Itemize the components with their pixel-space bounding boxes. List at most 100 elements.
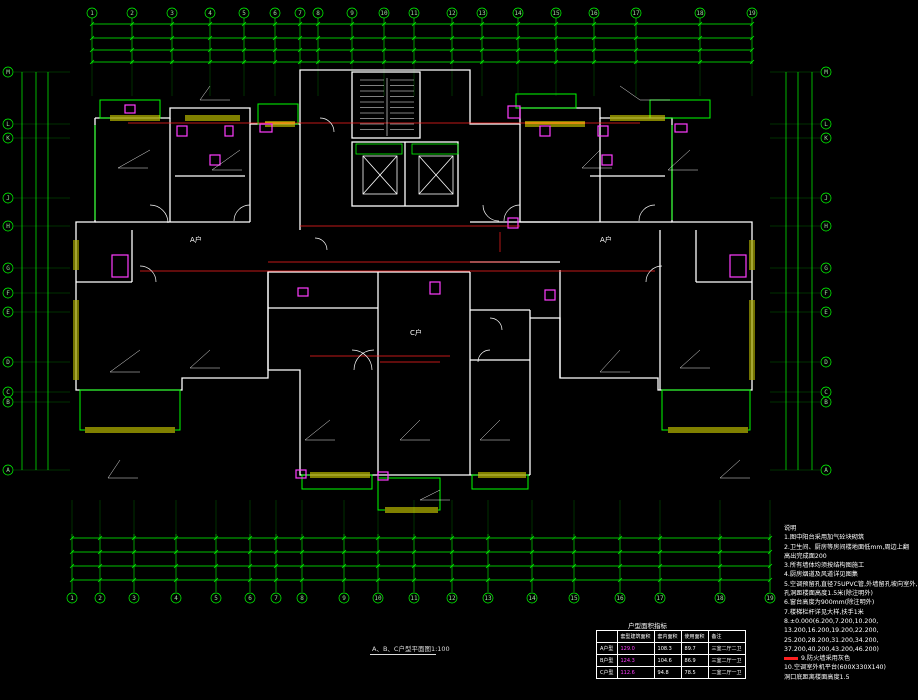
axis-bubble: C: [2, 386, 14, 398]
balconies: [79, 93, 751, 511]
table-header-cell: 备注: [707, 630, 746, 643]
axis-bubble-label: 14: [528, 595, 536, 602]
drawing-notes: 说明 1.图中阳台采用加气砼块砌筑 2.卫生间、厨房等房间楼地面低mm,周边上翻…: [784, 524, 918, 682]
axis-bubble-label: 17: [632, 10, 640, 17]
axis-bubble-label: M: [824, 69, 828, 76]
axis-bubble: J: [2, 192, 14, 204]
axis-bubble: 17: [654, 592, 666, 604]
axis-bubble: 19: [746, 7, 758, 19]
axis-bubble-label: D: [6, 359, 10, 366]
note-item: 洞口底距离楼面高度1.5: [784, 673, 850, 681]
axis-bubble: B: [820, 396, 832, 408]
magenta-fixtures: [111, 104, 747, 481]
axis-bubble: 15: [550, 7, 562, 19]
axis-bubble-label: 3: [132, 595, 136, 602]
axis-bubble-label: 1: [90, 10, 94, 17]
axis-bubble-label: 5: [214, 595, 218, 602]
drawing-title-underline: [370, 654, 436, 655]
axis-bubble: B: [2, 396, 14, 408]
axis-bubble: 8: [312, 7, 324, 19]
axis-bubble-label: 10: [380, 10, 388, 17]
axis-bubble-label: L: [824, 121, 828, 128]
table-cell: B户型: [596, 654, 618, 667]
axis-bubble: 18: [694, 7, 706, 19]
axis-bubble-label: A: [6, 467, 10, 474]
axis-bubble-label: G: [6, 265, 10, 272]
axis-bubble-label: D: [824, 359, 828, 366]
note-item: 孔洞距楼面高度1.5米(除注明外): [784, 590, 873, 598]
table-cell: 112.6: [616, 666, 655, 679]
axis-bubble-label: B: [824, 399, 828, 406]
axis-bubble-label: 9: [342, 595, 346, 602]
axis-bubble-label: 16: [590, 10, 598, 17]
axis-bubble-label: 12: [448, 10, 456, 17]
axis-bubble-label: K: [6, 135, 10, 142]
axis-bubble: G: [820, 262, 832, 274]
axis-bubble: 5: [238, 7, 250, 19]
note-item: 5.空调预留孔直径75UPVC管,外墙留孔坡向室外,: [784, 580, 918, 588]
axis-bubble: D: [820, 356, 832, 368]
axis-bubble-label: E: [824, 309, 828, 316]
elevators: [355, 143, 459, 195]
note-item: 2.卫生间、厨房等房间楼地面低mm,周边上翻: [784, 543, 910, 551]
axis-bubble-label: 19: [748, 10, 756, 17]
table-cell: 104.6: [653, 654, 682, 667]
axis-bubble: H: [820, 220, 832, 232]
axis-bubble: 3: [128, 592, 140, 604]
area-table-title: 户型面积指标: [628, 622, 667, 630]
axis-bubble-label: 2: [130, 10, 134, 17]
table-row: A户型 129.0 108.3 89.7 三室二厅二卫: [596, 642, 746, 655]
axis-bubble: 17: [630, 7, 642, 19]
axis-bubble: L: [2, 118, 14, 130]
table-cell: A户型: [596, 642, 618, 655]
axis-bubble-label: C: [824, 389, 828, 396]
bottom-dimension-chain: [72, 537, 770, 581]
note-item: 6.窗台高度为900mm(除注明外): [784, 599, 875, 607]
table-row: C户型 112.6 94.8 78.5 二室二厅一卫: [596, 666, 746, 679]
table-header-cell: 套内面积: [653, 630, 682, 643]
axis-bubble: F: [2, 287, 14, 299]
axis-bubble-label: J: [6, 195, 10, 202]
unit-labels: A户 C户 A户: [190, 235, 612, 337]
table-header-cell: 套型建筑面积: [616, 630, 655, 643]
axis-bubble: 16: [588, 7, 600, 19]
axis-bubble-label: A: [824, 467, 828, 474]
axis-bubble: 12: [446, 592, 458, 604]
note-item: 25.200,28.200,31.200,34.200,: [784, 636, 879, 644]
right-dimension-chain: [785, 72, 813, 470]
axis-bubble-label: 15: [552, 10, 560, 17]
axis-bubble: H: [2, 220, 14, 232]
table-cell: 94.8: [653, 666, 682, 679]
table-cell: 86.9: [680, 654, 709, 667]
axis-bubble-label: 17: [656, 595, 664, 602]
notes-heading: 说明: [784, 525, 797, 532]
axis-bubble: L: [820, 118, 832, 130]
axis-bubble-label: G: [824, 265, 828, 272]
axis-bubble-label: 1: [70, 595, 74, 602]
door-swings: [139, 117, 663, 371]
axis-bubble: 8: [296, 592, 308, 604]
drawing-title: A、B、C户型平面图1:100: [372, 645, 450, 653]
axis-bubble-label: 13: [484, 595, 492, 602]
axis-bubble-label: 8: [300, 595, 304, 602]
axis-bubble-label: 7: [298, 10, 302, 17]
note-item: 9.防火墙采用灰色: [784, 654, 896, 663]
note-item: 1.图中阳台采用加气砼块砌筑: [784, 534, 865, 542]
note-item: 8.±0.000(6.200,7.200,10.200,: [784, 617, 879, 625]
axis-bubble: 3: [166, 7, 178, 19]
table-cell: 108.3: [653, 642, 682, 655]
axis-bubble: 6: [244, 592, 256, 604]
axis-bubble: 15: [568, 592, 580, 604]
axis-bubble: 2: [126, 7, 138, 19]
axis-bubble-label: 15: [570, 595, 578, 602]
axis-bubble-label: 4: [208, 10, 212, 17]
axis-bubble-label: B: [6, 399, 10, 406]
axis-bubble: 4: [204, 7, 216, 19]
axis-bubble-label: J: [824, 195, 828, 202]
table-header-cell: 使用面积: [680, 630, 709, 643]
area-table: 套型建筑面积 套内面积 使用面积 备注 A户型 129.0 108.3 89.7…: [596, 630, 746, 679]
axis-bubble: 6: [269, 7, 281, 19]
note-item: 10.空调室外机平台(600X330X140): [784, 664, 886, 672]
axis-bubble: 10: [378, 7, 390, 19]
axis-bubble-label: 4: [174, 595, 178, 602]
